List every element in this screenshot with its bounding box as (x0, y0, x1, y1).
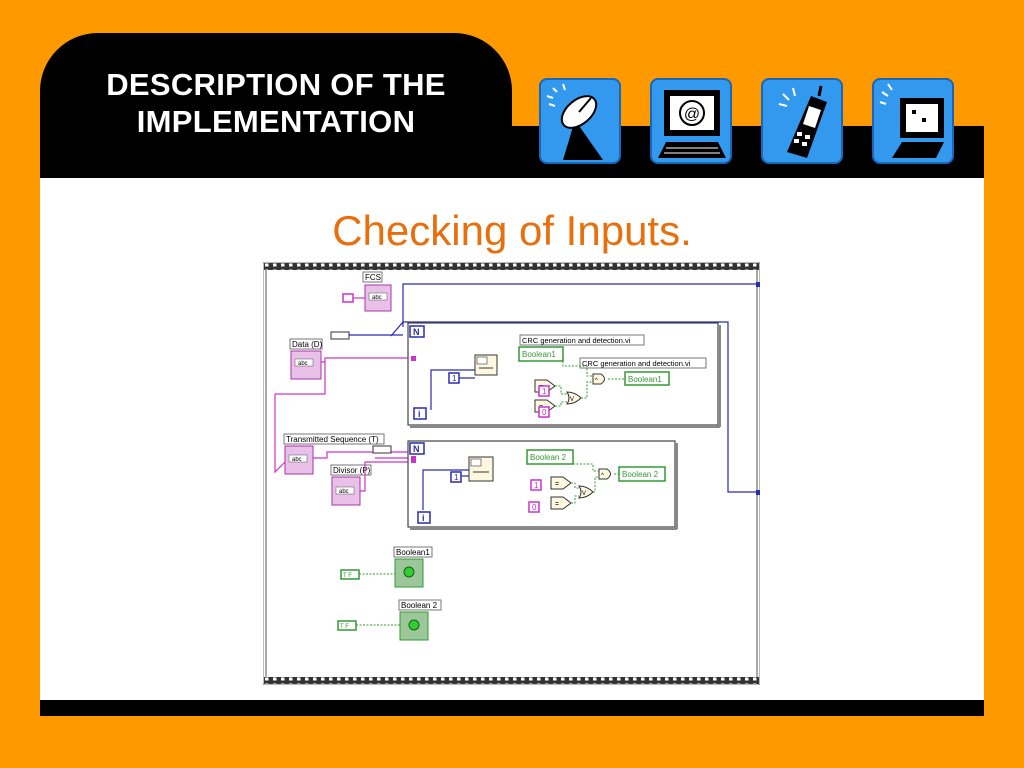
data-control: Data (D) abc (289, 338, 323, 380)
loop-2-n: N (413, 444, 420, 454)
const-one-1: 1 (452, 374, 457, 383)
slide-title-line-2: IMPLEMENTATION (136, 104, 416, 139)
svg-text:^: ^ (595, 378, 598, 384)
svg-text:V: V (570, 397, 574, 403)
computer-terminal-icon[interactable] (872, 78, 954, 164)
boolean1-label: Boolean1 (396, 548, 430, 557)
loop-1-n: N (413, 327, 420, 337)
boolean1-indicator: Boolean1 T F (340, 546, 433, 588)
subvi-2 (468, 456, 494, 482)
computer-email-icon[interactable]: @ (650, 78, 732, 164)
loop-1-boolean1-out: Boolean1 (628, 375, 662, 384)
loop-1-boolean1-label: Boolean1 (522, 350, 556, 359)
svg-text:=: = (555, 481, 559, 488)
divisor-label: Divisor (P) (333, 466, 371, 475)
fcs-abc: abc (372, 295, 382, 301)
slide-title-line-1: DESCRIPTION OF THE (106, 67, 446, 102)
block-diagram: FCS abc Data (D) abc Transmitted Sequenc… (263, 262, 760, 685)
boolean2-label: Boolean 2 (401, 601, 438, 610)
fcs-indicator: FCS abc (342, 271, 392, 312)
slide-heading: Checking of Inputs. (332, 207, 692, 254)
frame-bottom-border (264, 677, 759, 684)
frame-top-border (264, 263, 759, 270)
footer-band (40, 700, 984, 716)
loop-2-const-zero: 0 (532, 503, 537, 512)
loop-2-boolean2-label: Boolean 2 (530, 453, 567, 462)
transmitted-abc: abc (292, 457, 302, 463)
loop-1-const-one: 1 (542, 387, 547, 396)
subvi-label-1: CRC generation and detection.vi (522, 336, 631, 345)
svg-text:=: = (555, 501, 559, 508)
loop-2-boolean2-out: Boolean 2 (622, 470, 659, 479)
transmitted-sequence-control: Transmitted Sequence (T) abc (283, 433, 385, 475)
boolean2-true-const: T F (340, 624, 349, 630)
mobile-phone-icon[interactable] (761, 78, 843, 164)
svg-text:^: ^ (601, 473, 604, 479)
data-label: Data (D) (292, 340, 323, 349)
svg-text:@: @ (684, 106, 700, 123)
svg-text:V: V (582, 491, 586, 497)
data-abc: abc (298, 361, 308, 367)
loop-1-const-zero: 0 (542, 408, 547, 417)
divisor-control: Divisor (P) abc (330, 464, 372, 506)
satellite-dish-icon[interactable] (539, 78, 621, 164)
boolean1-true-const: T F (343, 573, 352, 579)
title-tab (40, 33, 512, 178)
subvi-label-2: CRC generation and detection.vi (582, 359, 691, 368)
transmitted-label: Transmitted Sequence (T) (286, 435, 379, 444)
slide-title: DESCRIPTION OF THE IMPLEMENTATION (40, 66, 512, 140)
loop-1-i: i (418, 409, 421, 419)
divisor-abc: abc (339, 489, 349, 495)
const-one-2: 1 (454, 473, 459, 482)
fcs-label: FCS (365, 273, 381, 282)
loop-2-const-one: 1 (534, 481, 539, 490)
loop-2-i: i (422, 513, 425, 523)
boolean2-indicator: Boolean 2 T F (337, 599, 442, 641)
subvi-1 (474, 354, 498, 376)
